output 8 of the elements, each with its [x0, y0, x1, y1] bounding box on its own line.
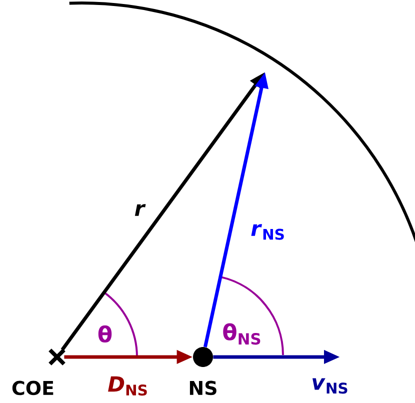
vector-label: v$_{NS}$	[312, 378, 348, 394]
point-label: COE	[12, 380, 54, 396]
vector-label: D$_{NS}$	[108, 376, 147, 396]
point-label: NS	[190, 380, 216, 396]
vector-label: r$_{NS}$	[251, 224, 284, 240]
angle-label: θ	[98, 325, 112, 343]
angle-label: θ$_{NS}$	[223, 323, 260, 345]
vector-label: r	[134, 204, 146, 216]
